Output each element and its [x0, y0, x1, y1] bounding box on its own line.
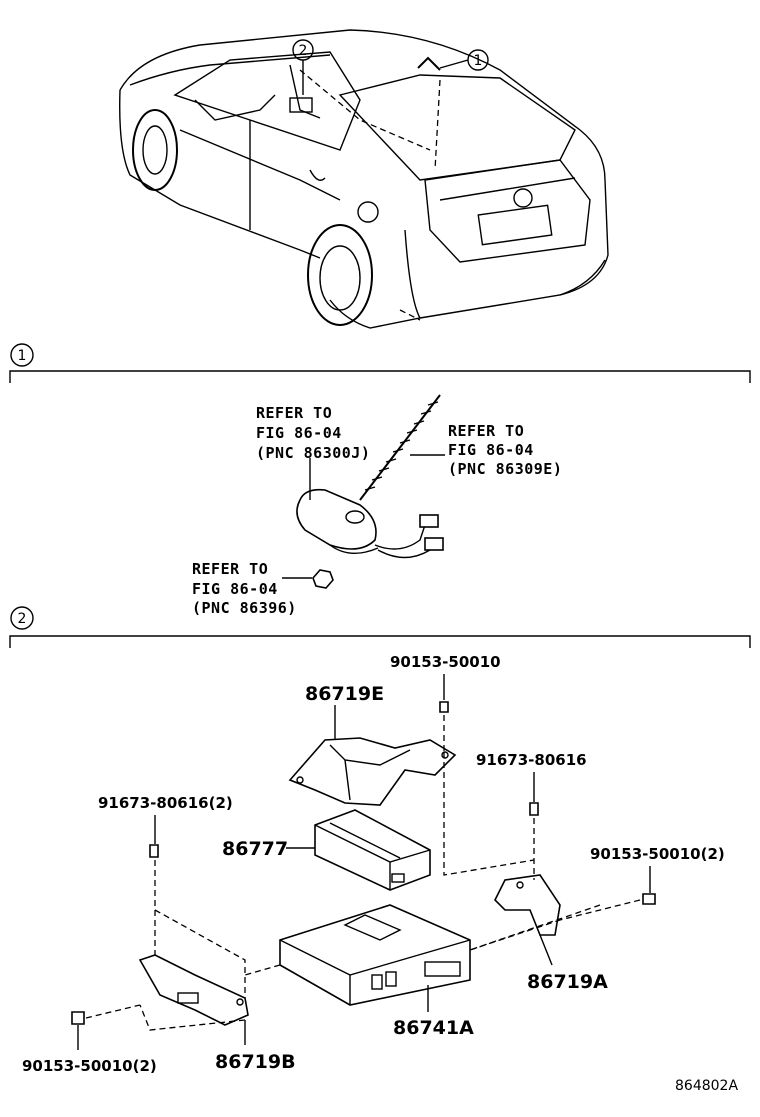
label-91673-left: 91673-80616(2): [98, 794, 233, 812]
section-2-number: 2: [18, 611, 27, 627]
section-1: 1 REFER TO FIG 86-04 (PNC 86300J) REFER …: [9, 343, 751, 617]
antenna-ref-line-2: FIG 86-04: [256, 424, 342, 442]
callout-2-circle-top: [292, 39, 314, 61]
callout-1-circle-top: [467, 49, 489, 71]
nut-ref-line-1: REFER TO: [192, 560, 268, 578]
bracket-86719a: [494, 874, 561, 936]
nut-ref-line-3: (PNC 86396): [192, 599, 297, 617]
callout-1-top: 1: [474, 53, 483, 69]
antenna-ref-line-1: REFER TO: [256, 404, 332, 422]
connector-lower: [424, 537, 444, 551]
antenna-cable: [359, 394, 441, 501]
antenna-ref-line-3: (PNC 86300J): [256, 444, 370, 462]
bracket-86719e: [288, 737, 457, 806]
figure-id: 864802A: [675, 1078, 738, 1094]
screw-90153-left: [71, 1011, 85, 1025]
bolt-91673-left: [149, 844, 159, 858]
bracket-86719b: [138, 954, 249, 1026]
screw-90153-top: [439, 701, 449, 713]
label-90153-right: 90153-50010(2): [590, 845, 725, 863]
section-1-circle: [10, 343, 34, 367]
section-1-number: 1: [18, 348, 27, 364]
label-90153-left: 90153-50010(2): [22, 1057, 157, 1075]
bolt-91673-right: [529, 802, 539, 816]
label-86741a: 86741A: [393, 1017, 474, 1039]
callout-2-top: 2: [299, 43, 308, 59]
section-2-circle: [10, 606, 34, 630]
label-90153-top: 90153-50010: [390, 653, 501, 671]
nut-ref-line-2: FIG 86-04: [192, 580, 278, 598]
section-2-divider: [9, 635, 751, 648]
antenna-body: [296, 488, 377, 550]
label-86719e: 86719E: [305, 683, 384, 705]
module-86777: [314, 809, 431, 891]
section-1-divider: [9, 370, 751, 383]
antenna-nut: [312, 569, 334, 589]
section-2: 2: [9, 606, 751, 1075]
screw-90153-right: [642, 893, 656, 905]
cable-ref-line-2: FIG 86-04: [448, 441, 534, 459]
cable-ref-line-1: REFER TO: [448, 422, 524, 440]
connector-upper: [419, 514, 439, 528]
label-86719a: 86719A: [527, 971, 608, 993]
label-86777: 86777: [222, 838, 288, 860]
label-91673-right: 91673-80616: [476, 751, 587, 769]
vehicle-illustration: 1 2: [119, 29, 609, 329]
cable-ref-line-3: (PNC 86309E): [448, 460, 562, 478]
label-86719b: 86719B: [215, 1051, 296, 1073]
